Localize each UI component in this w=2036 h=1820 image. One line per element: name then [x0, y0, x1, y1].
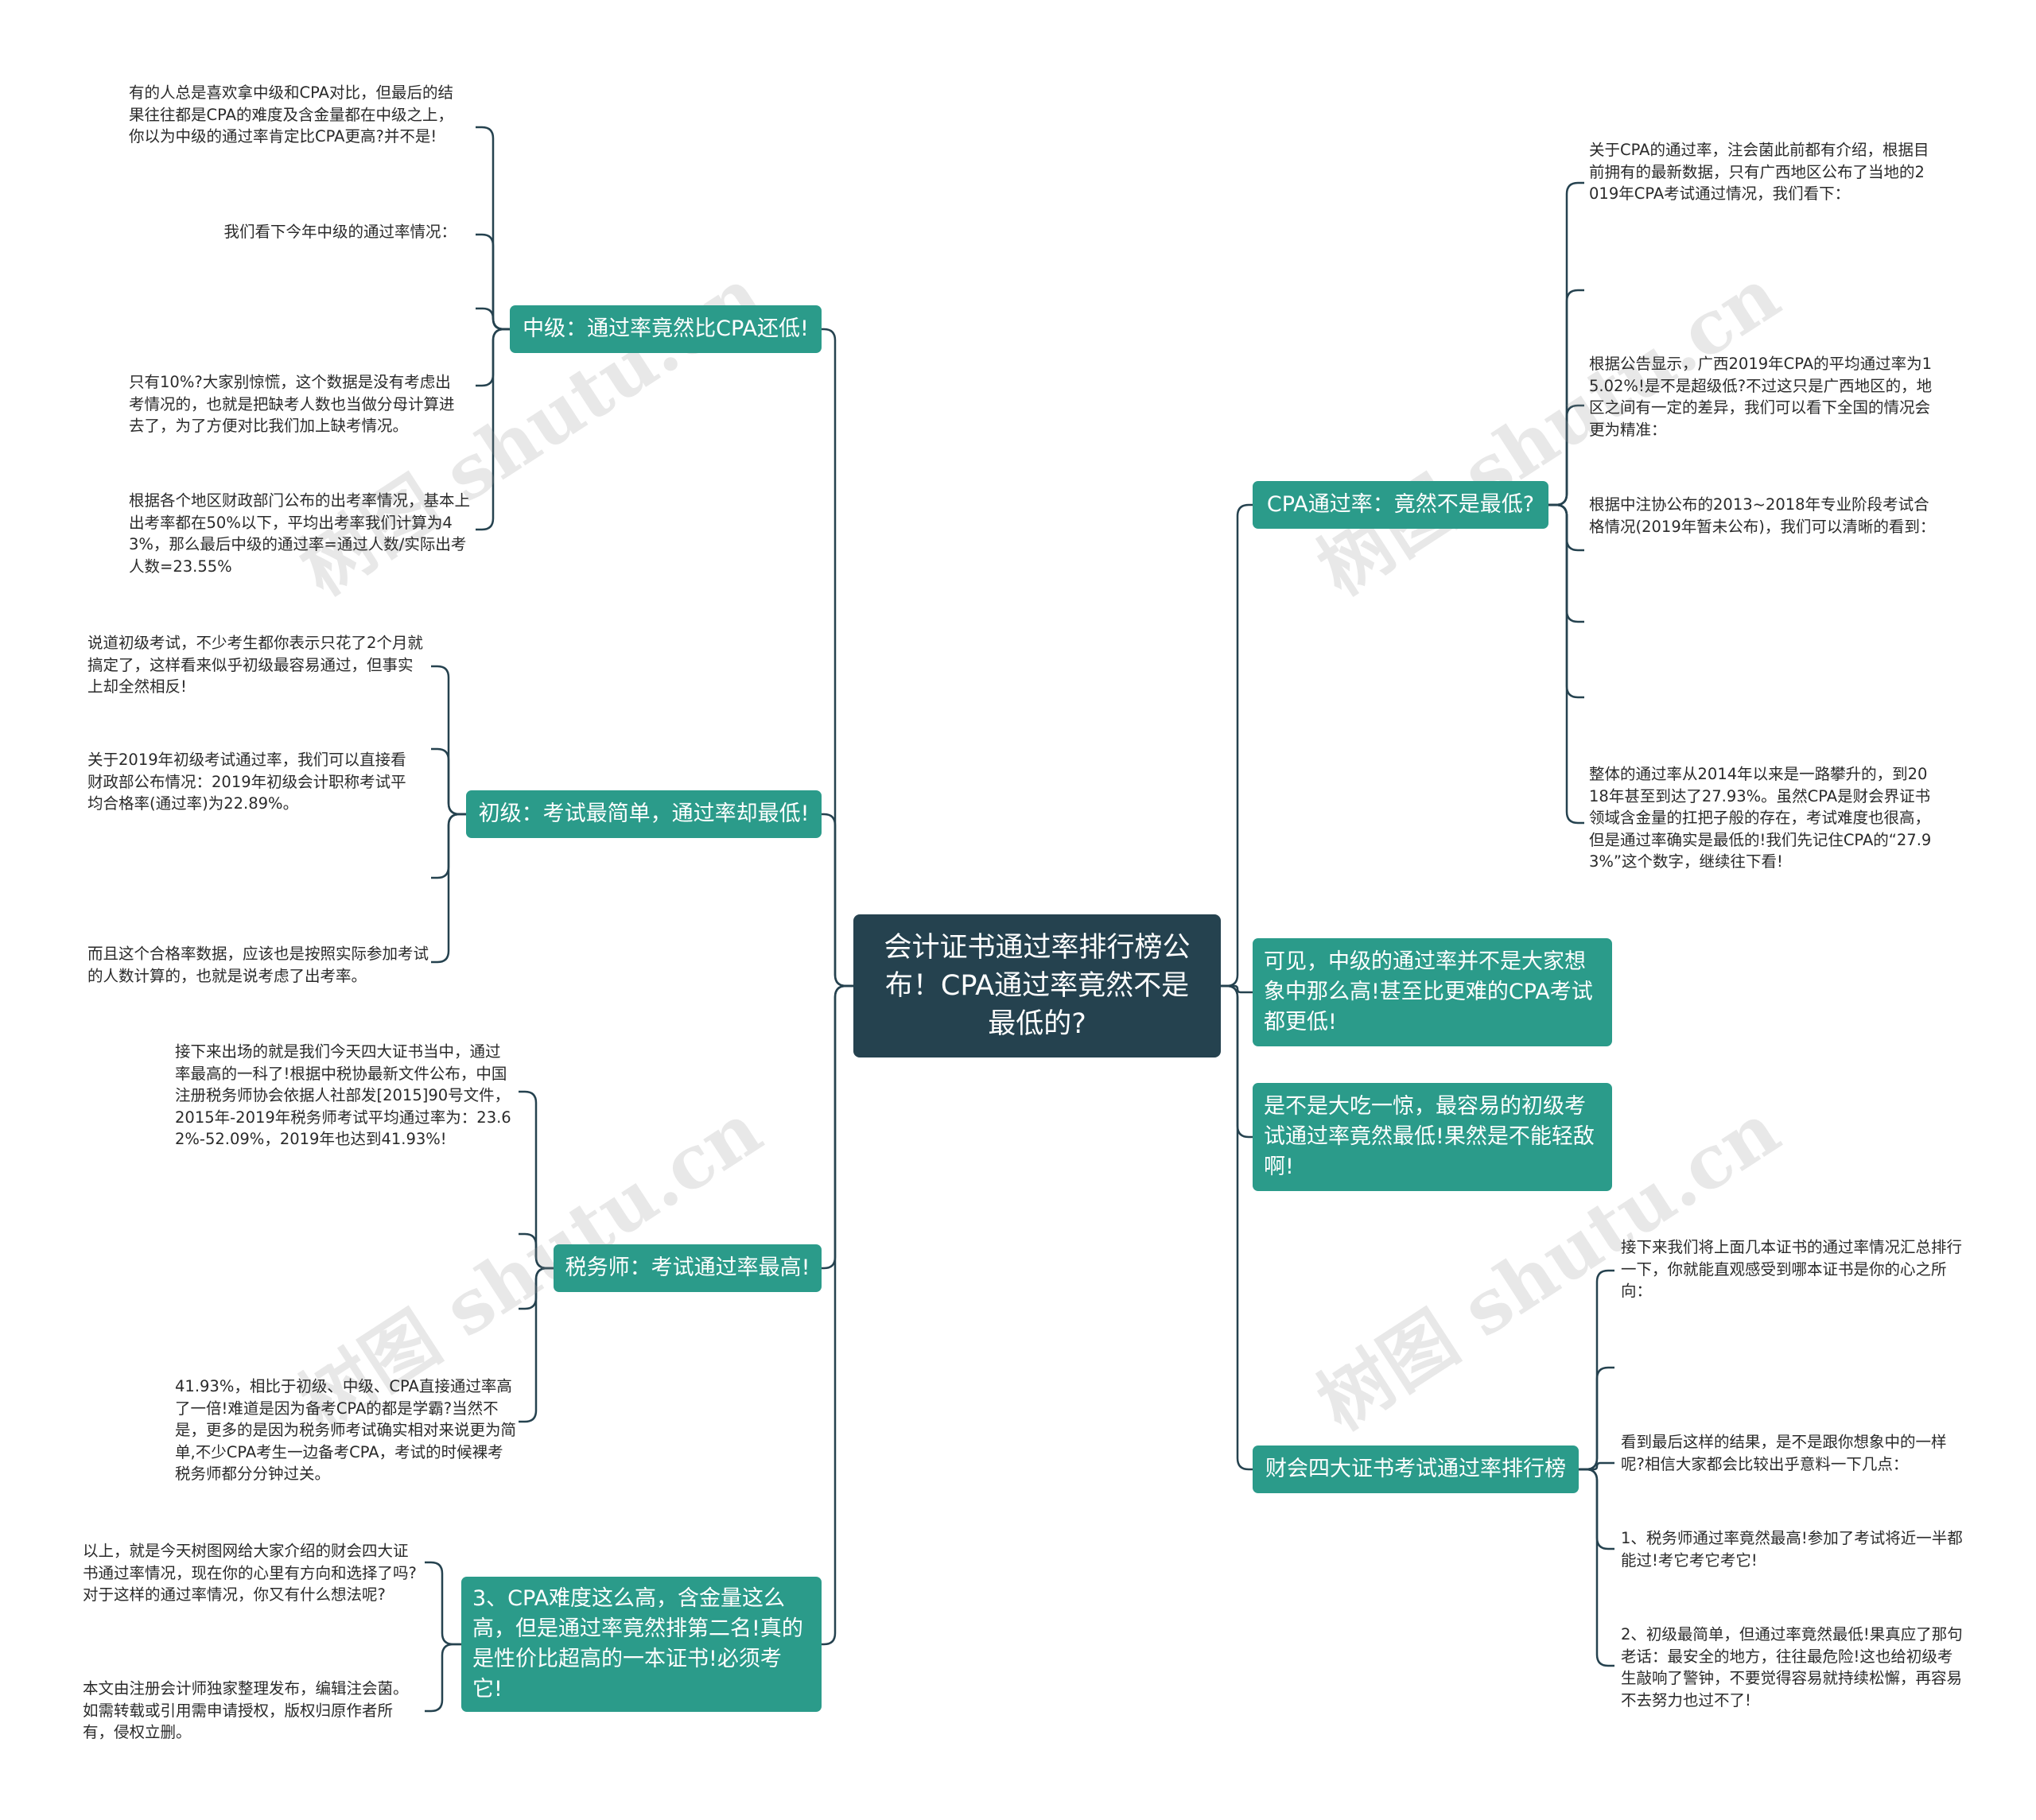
branch-tax-agent[interactable]: 税务师：考试通过率最高! [554, 1244, 822, 1292]
root-link-right-3 [1221, 984, 1253, 1471]
junior-link-3 [431, 813, 466, 964]
leaf-intermediate-1: 有的人总是喜欢拿中级和CPA对比，但最后的结果往往都是CPA的难度及含金量都在中… [129, 83, 453, 146]
leaf-summary-2: 本文由注册会计师独家整理发布，编辑注会菌。如需转载或引用需申请授权，版权归原作者… [83, 1679, 409, 1741]
leaf-cpa-1: 关于CPA的通过率，注会菌此前都有介绍，根据目前拥有的最新数据，只有广西地区公布… [1589, 141, 1929, 203]
branch-junior-conclusion[interactable]: 是不是大吃一惊，最容易的初级考试通过率竟然最低!果然是不能轻敌啊! [1253, 1083, 1612, 1191]
leaf-tax-1: 接下来出场的就是我们今天四大证书当中，通过率最高的一科了!根据中税协最新文件公布… [175, 1042, 511, 1148]
leaf-junior-1: 说道初级考试，不少考生都你表示只花了2个月就搞定了，这样看来似乎初级最容易通过，… [87, 634, 423, 696]
root-topic[interactable]: 会计证书通过率排行榜公布！CPA通过率竟然不是最低的? [853, 914, 1221, 1057]
leaf-ranking-3: 看到最后这样的结果，是不是跟你想象中的一样呢?相信大家都会比较出乎意料一下几点： [1621, 1433, 1947, 1473]
leaf-ranking-1: 接下来我们将上面几本证书的通过率情况汇总排行一下，你就能直观感受到哪本证书是你的… [1621, 1238, 1963, 1300]
branch-cpa-summary[interactable]: 3、CPA难度这么高，含金量这么高，但是通过率竟然排第二名!真的是性价比超高的一… [461, 1577, 822, 1712]
intermediate-link-4 [476, 328, 510, 531]
branch-junior[interactable]: 初级：考试最简单，通过率却最低! [466, 790, 822, 838]
junior-link-1 [431, 747, 466, 816]
leaf-cpa-4: 根据中注协公布的2013~2018年专业阶段考试合格情况(2019年暂未公布)，… [1589, 495, 1936, 536]
leaf-cpa-7: 整体的通过率从2014年以来是一路攀升的，到2018年甚至到达了27.93%。虽… [1589, 765, 1932, 871]
ranking-link-2 [1579, 1461, 1614, 1471]
leaf-intermediate-2: 我们看下今年中级的通过率情况： [223, 223, 457, 241]
root-link-left-3 [822, 984, 853, 1646]
root-link-left-1 [822, 813, 853, 988]
leaf-ranking-4: 1、税务师通过率竟然最高!参加了考试将近一半都能过!考它考它考它! [1621, 1529, 1963, 1570]
leaf-intermediate-5: 根据各个地区财政部门公布的出考率情况，基本上出考率都在50%以下，平均出考率我们… [129, 491, 471, 576]
tax-link-3 [519, 1267, 554, 1423]
root-link-left-0 [822, 328, 853, 988]
intermediate-link-2 [476, 307, 510, 331]
root-link-right-1 [1221, 984, 1253, 994]
branch-intermediate-conclusion[interactable]: 可见，中级的通过率并不是大家想象中那么高!甚至比更难的CPA考试都更低! [1253, 938, 1612, 1046]
root-link-right-0 [1221, 503, 1253, 988]
leaf-ranking-5: 2、初级最简单，但通过率竟然最低!果真应了那句老话：最安全的地方，往往最危险!这… [1621, 1625, 1963, 1709]
summary-link-1 [425, 1643, 461, 1713]
ranking-link-4 [1579, 1468, 1614, 1667]
tax-link-1 [519, 1232, 554, 1270]
branch-cpa-pass-rate[interactable]: CPA通过率：竟然不是最低? [1253, 481, 1548, 529]
branch-intermediate[interactable]: 中级：通过率竟然比CPA还低! [510, 305, 822, 353]
leaf-intermediate-4: 只有10%?大家别惊慌，这个数据是没有考虑出考情况的，也就是把缺考人数也当做分母… [129, 373, 455, 435]
leaf-junior-2: 关于2019年初级考试通过率，我们可以直接看财政部公布情况：2019年初级会计职… [87, 751, 406, 813]
summary-link-0 [425, 1561, 461, 1646]
leaf-junior-4: 而且这个合格率数据，应该也是按照实际参加考试的人数计算的，也就是说考虑了出考率。 [87, 945, 429, 985]
cpa-link-2 [1548, 404, 1584, 506]
leaf-tax-4: 41.93%，相比于初级、中级、CPA直接通过率高了一倍!难道是因为备考CPA的… [175, 1377, 517, 1483]
branch-ranking[interactable]: 财会四大证书考试通过率排行榜 [1253, 1446, 1579, 1493]
cpa-link-6 [1548, 503, 1584, 825]
root-link-left-2 [822, 984, 853, 1270]
leaf-cpa-3: 根据公告显示，广西2019年CPA的平均通过率为15.02%!是不是超级低?不过… [1589, 355, 1933, 439]
leaf-summary-1: 以上，就是今天树图网给大家介绍的财会四大证书通过率情况，现在你的心里有方向和选择… [83, 1542, 417, 1604]
ranking-link-1 [1579, 1366, 1614, 1471]
